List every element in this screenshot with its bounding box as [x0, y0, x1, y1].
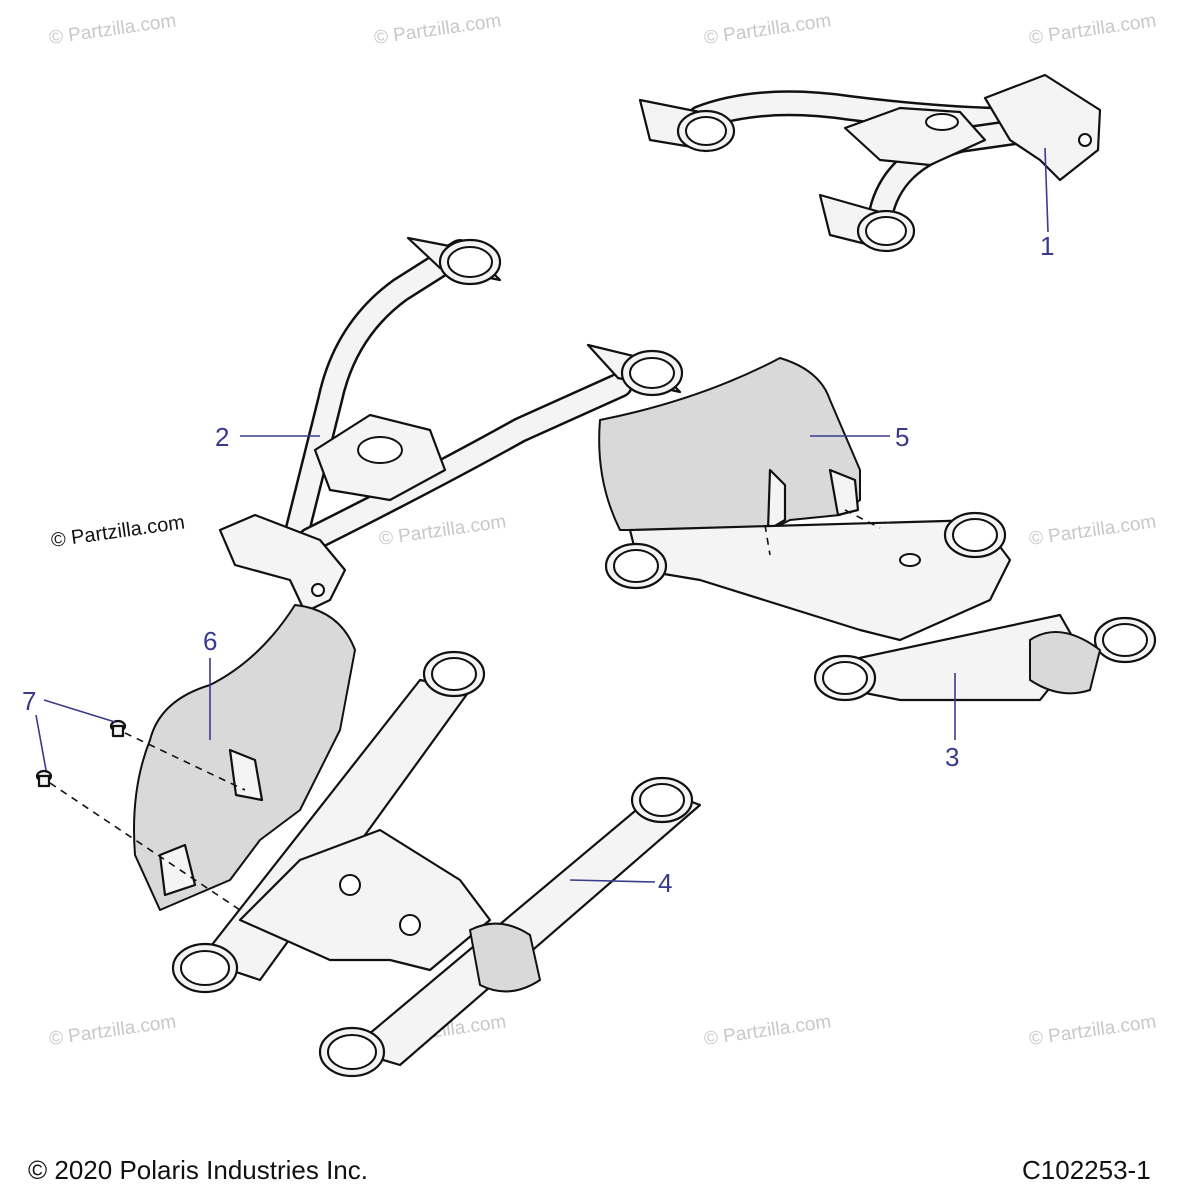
callout-7: 7: [22, 686, 36, 716]
part-4-lower-a-arm: [171, 650, 702, 1078]
assembly-lines: [49, 509, 881, 911]
part-2-upper-a-arm: [218, 236, 684, 614]
callout-3: 3: [945, 742, 959, 772]
callout-1: 1: [1040, 231, 1054, 261]
watermark: © Partzilla.com: [1028, 10, 1158, 49]
callout-labels: 1 2 3 4 5 6 7: [22, 231, 1054, 898]
watermark: © Partzilla.com: [373, 10, 503, 49]
watermark: © Partzilla.com: [703, 1011, 833, 1050]
part-1-upper-a-arm: [638, 73, 1102, 253]
figure-id: C102253-1: [1022, 1155, 1151, 1185]
callout-2: 2: [215, 422, 229, 452]
watermark-prominent: © Partzilla.com: [50, 511, 187, 552]
watermark: © Partzilla.com: [48, 1011, 178, 1050]
watermark: © Partzilla.com: [1028, 1011, 1158, 1050]
watermark: © Partzilla.com: [378, 511, 508, 550]
callout-leaders: [35, 147, 1049, 883]
watermark: © Partzilla.com: [703, 10, 833, 49]
part-7-fasteners: [35, 719, 127, 788]
callout-4: 4: [658, 868, 672, 898]
watermark: © Partzilla.com: [48, 10, 178, 49]
part-5-guard: [598, 357, 861, 532]
part-3-lower-a-arm: [604, 511, 1157, 702]
callout-5: 5: [895, 422, 909, 452]
part-6-guard: [133, 604, 356, 911]
watermark: © Partzilla.com: [1028, 511, 1158, 550]
callout-6: 6: [203, 626, 217, 656]
copyright-text: © 2020 Polaris Industries Inc.: [28, 1155, 368, 1185]
